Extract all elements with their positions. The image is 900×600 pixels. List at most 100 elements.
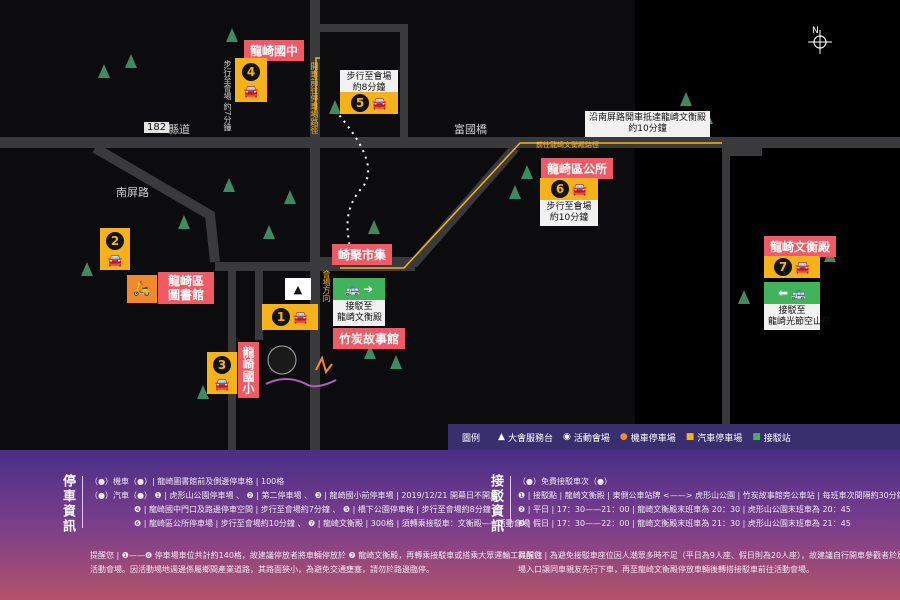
parking-line-3: ❹ | 龍崎國中門口及路邊停車空間 | 步行至會場約7分鐘 、 ❺ | 橋下公園… [134,505,491,514]
mountain-icon: ▲ [293,282,303,296]
road-bridge-top [320,24,408,32]
shuttle-drive-note-line2: 約10分鐘 [628,124,667,134]
service-desk-badge[interactable]: ▲ [285,278,311,300]
road-market [215,262,415,271]
tree-icon [329,100,341,114]
car-icon: 🚘 [214,376,230,391]
route-to-wenhengdian-line [340,142,722,269]
fuguo-bridge-label: 富國橋 [454,123,487,136]
legend-label: 大會服務台 [507,433,553,444]
shuttle-line-2: ❶ | 接駁點 | 龍崎文衡殿 | 東側公車站牌 <——> 虎形山公園 | 竹炭… [518,491,900,500]
parking-5-walk: 步行至會場 約8分鐘 [340,70,398,96]
shuttle-line-3: ❷ | 平日 | 17：30——21：00 | 龍崎文衡殿末班車為 20：30 … [518,505,851,514]
longqi-library-tag: 龍崎區圖書館 [158,272,214,304]
shuttle-1-note-line2: 龍崎文衡殿 [337,313,383,323]
tree-icon [98,64,110,78]
tree-icon [390,355,402,369]
shuttle-station-1[interactable]: 🚌 ➜ [333,278,385,300]
venue-map: N [0,0,900,450]
walk-path [334,109,370,251]
tree-icon [368,220,380,234]
shuttle-info-title: 接駁資訊 [488,474,503,534]
parking-4-walk: 步行至會場 約7分鐘 [223,60,232,132]
legend-title: 圖例 [462,433,481,444]
parking-5-badge[interactable]: 5 🚘 [340,92,398,114]
shuttle-drive-note-line1: 沿南屏路開車抵達龍崎文衡殿 [589,113,707,123]
map-legend: 圖例 ▲大會服務台 ◉活動會場 ●機車停車場 ■汽車停車場 ■接駁站 [448,424,900,450]
wenhengdian-tag: 龍崎文衡殿 [764,236,837,257]
parking-4-badge[interactable]: 4 🚘 [235,58,267,102]
parking-6-walk: 步行至會場 約10分鐘 [540,200,598,226]
tree-icon [364,345,376,359]
parking-divider [82,476,83,528]
tree-icon [521,165,533,179]
parking-4-number: 4 [242,62,260,81]
longqi-elementary-tag: 龍崎國小 [238,342,259,398]
shuttle-station-2[interactable]: ⬅ 🚌 [764,282,820,304]
road-bridge-loop [400,24,408,137]
parking-2-badge[interactable]: 2 🚘 [100,228,130,270]
legend-label: 接駁站 [763,433,791,444]
parking-1-number: 1 [272,308,291,326]
parking-5-number: 5 [351,94,370,112]
car-icon: 🚘 [243,83,259,98]
parking-6-walk-line1: 步行至會場 [546,202,592,212]
shuttle-station-1-note: 接駁至 龍崎文衡殿 [333,300,385,326]
shuttle-line-6: 場入口讓同車親友先行下車，再至龍崎文衡殿停放車輛後轉搭接駁車前往活動會場。 [518,565,814,574]
parking-2-number: 2 [106,231,124,250]
route-182-label: 縣道 [168,123,190,136]
road-main-vertical [310,0,320,450]
tree-icon [223,178,235,192]
tree-icon [125,54,137,68]
nanping-road-label: 南屏路 [116,186,149,199]
legend-shuttle: ■接駁站 [752,431,791,444]
shuttle-line-4: ❸ | 假日 | 17：30——22：00 | 龍崎文衡殿末班車為 21：30 … [518,519,851,528]
parking-7-badge[interactable]: 7 🚘 [764,256,820,278]
legend-label: 機車停車場 [630,433,676,444]
car-icon: 🚘 [372,96,387,110]
parking-line-2: （●）汽車（●） ❶ | 虎形山公園停車場 、 ❷ | 第二停車場 、 ❸ | … [90,491,498,500]
shuttle-2-note-line2: 龍崎光節空山祭 [768,317,832,327]
parking-5-walk-line2: 約8分鐘 [352,83,386,93]
scooter-icon: ● [619,432,628,442]
car-icon: 🚘 [795,260,810,274]
parking-5-walk-line1: 步行至會場 [346,72,392,82]
shuttle-line-1: （●）免費接駁車次（●） [518,477,612,486]
tree-icon [284,190,296,204]
route-to-wenhengdian-label: 前往龍崎文衡殿路徑 [536,141,599,149]
tree-icon [226,28,238,42]
car-icon: 🚘 [293,310,308,324]
parking-line-6: 活動會場。因活動場地週邊係屬鄉間產業道路，其路面狹小，為避免交通壅塞，請勿於路邊… [90,565,434,574]
info-section: 停車資訊 （●）機車（●）| 龍崎圖書館前及側邊停車格 | 100格 （●）汽車… [0,450,900,600]
parking-3-number: 3 [213,355,231,374]
scooter-icon: 🛵 [133,281,151,297]
parking-1-badge[interactable]: 1 🚘 [262,304,318,330]
car-icon: 🚘 [107,252,123,267]
bus-icon: ■ [752,432,761,442]
route-parking-label: 開車前往停車場路徑 [310,62,319,134]
compass-north-label: N [812,26,819,36]
logo-swoosh [265,378,337,388]
parking-6-walk-line2: 約10分鐘 [549,213,589,223]
venue-direction-label: 會場方向 [322,270,331,302]
arrow-left-icon: ⬅ [777,286,789,300]
tree-icon [197,385,209,399]
tree-icon [509,185,521,199]
scooter-parking-badge[interactable]: 🛵 [127,275,157,303]
arrow-right-icon: ➜ [362,282,373,296]
shuttle-line-5: 提醒您 | 為避免接駁車座位因人潮眾多時不足（平日為9人座、假日則為20人座），… [518,551,900,560]
parking-3-badge[interactable]: 3 🚘 [207,352,237,394]
charcoal-museum-tag: 竹炭故事館 [333,328,406,349]
shuttle-station-2-note: 接駁至 龍崎光節空山祭 [764,304,832,330]
logo-circle [267,345,297,375]
bus-icon: 🚌 [791,286,806,300]
parking-6-number: 6 [551,180,570,198]
parking-6-badge[interactable]: 6 🚘 [540,178,598,200]
parking-line-5: 提醒您 | ❶——❻ 停車場車位共計約140格，故建議停放者將車輛停放於 ❼ 龍… [90,551,543,560]
parking-7-number: 7 [774,258,793,276]
shuttle-drive-note: 沿南屏路開車抵達龍崎文衡殿 約10分鐘 [585,111,711,137]
road-school-2 [255,270,263,340]
map-right-region [635,0,900,424]
mountain-icon: ▲ [498,432,505,442]
